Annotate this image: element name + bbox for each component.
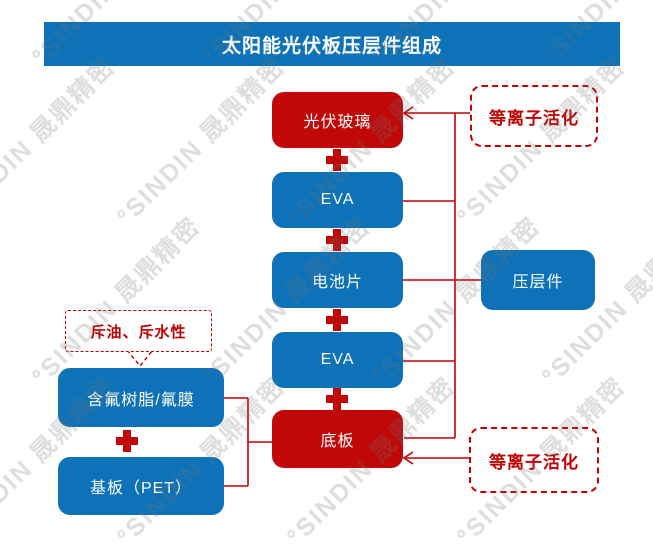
title-bar: 太阳能光伏板压层件组成 <box>44 22 620 66</box>
callout-plasma-activation-top: 等离子活化 <box>470 85 598 147</box>
plus-icon <box>326 149 348 171</box>
node-solar-cell: 电池片 <box>272 252 403 308</box>
callout-plasma-top-label: 等离子活化 <box>489 108 579 128</box>
node-pv-glass-label: 光伏玻璃 <box>303 114 372 131</box>
node-eva-bottom: EVA <box>272 332 403 388</box>
node-fluoro-film-label: 含氟树脂/氟膜 <box>87 391 195 409</box>
callout-plasma-activation-bottom: 等离子活化 <box>469 427 599 493</box>
plus-icon <box>326 388 348 410</box>
page-title: 太阳能光伏板压层件组成 <box>221 35 442 57</box>
callout-repellent-label: 斥油、斥水性 <box>90 323 187 341</box>
node-substrate-pet-label: 基板（PET） <box>89 480 193 497</box>
node-backsheet-label: 底板 <box>320 433 355 450</box>
callout-plasma-bottom-label: 等离子活化 <box>489 452 579 472</box>
plus-icon <box>326 229 348 251</box>
node-laminate: 压层件 <box>481 250 595 310</box>
node-eva-bottom-label: EVA <box>320 351 355 368</box>
node-laminate-label: 压层件 <box>512 274 564 291</box>
callout-oil-water-repellent: 斥油、斥水性 <box>65 310 212 352</box>
node-eva-top: EVA <box>272 172 403 228</box>
node-substrate-pet: 基板（PET） <box>58 457 224 515</box>
plus-icon <box>116 430 138 452</box>
node-backsheet: 底板 <box>272 410 403 468</box>
node-fluoro-film: 含氟树脂/氟膜 <box>58 368 224 427</box>
plus-icon <box>326 309 348 331</box>
node-eva-top-label: EVA <box>320 191 355 208</box>
node-solar-cell-label: 电池片 <box>311 274 363 291</box>
node-pv-glass: 光伏玻璃 <box>272 92 403 148</box>
